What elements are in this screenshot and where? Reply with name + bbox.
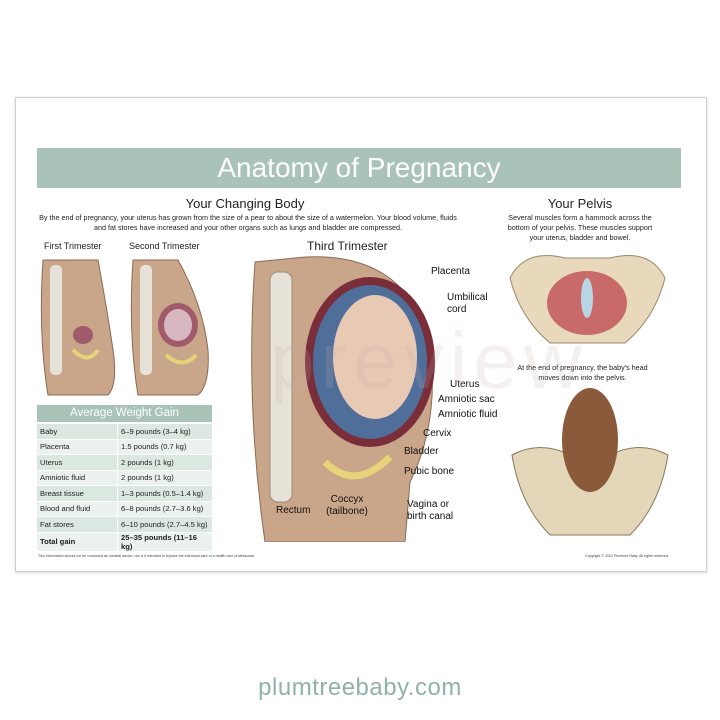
label-umbilical-cord: Umbilical cord (447, 292, 488, 315)
row-value: 6–8 pounds (2.7–3.6 kg) (118, 501, 212, 516)
poster-title: Anatomy of Pregnancy (37, 148, 681, 188)
label-pubic-bone: Pubic bone (404, 466, 455, 477)
weight-gain-heading: Average Weight Gain (37, 405, 212, 422)
label-amniotic-fluid: Amniotic fluid (438, 409, 498, 420)
row-value: 1.5 pounds (0.7 kg) (118, 439, 212, 454)
changing-body-heading: Your Changing Body (185, 196, 305, 211)
label-cervix: Cervix (423, 428, 452, 439)
row-label: Uterus (37, 455, 117, 470)
second-trimester-label: Second Trimester (129, 241, 200, 251)
label-rectum: Rectum (276, 505, 311, 516)
label-coccyx: Coccyx (tailbone) (326, 494, 368, 517)
first-trimester-figure (40, 259, 116, 396)
row-value: 6–10 pounds (2.7–4.5 kg) (118, 517, 212, 532)
row-value: 1–3 pounds (0.5–1.4 kg) (118, 486, 212, 501)
row-value: 25–35 pounds (11–16 kg) (118, 532, 212, 551)
row-label: Breast tissue (37, 486, 117, 501)
row-label: Total gain (37, 532, 117, 551)
baby-head-pelvis-illustration (511, 388, 669, 536)
row-value: 2 pounds (1 kg) (118, 455, 212, 470)
pelvis-text: Several muscles form a hammock across th… (507, 213, 653, 242)
label-vagina: Vagina or birth canal (407, 499, 454, 522)
first-trimester-label: First Trimester (44, 241, 102, 251)
changing-body-text: By the end of pregnancy, your uterus has… (39, 213, 457, 232)
label-uterus: Uterus (450, 379, 480, 390)
row-label: Baby (37, 424, 117, 439)
label-placenta: Placenta (431, 266, 470, 277)
third-trimester-figure (251, 256, 435, 542)
copyright: Copyright © 2022 Plumtree Baby. All righ… (585, 554, 669, 558)
row-label: Blood and fluid (37, 501, 117, 516)
disclaimer: This information should not be construed… (38, 554, 255, 558)
watermark: preview (270, 316, 588, 405)
pelvis-text-2: At the end of pregnancy, the baby's head… (517, 363, 648, 382)
row-value: 2 pounds (1 kg) (118, 470, 212, 485)
third-trimester-label: Third Trimester (307, 239, 388, 253)
site-url: plumtreebaby.com (258, 674, 462, 701)
pelvis-heading: Your Pelvis (547, 196, 613, 211)
row-label: Amniotic fluid (37, 470, 117, 485)
row-value: 6–9 pounds (3–4 kg) (118, 424, 212, 439)
trimester-illustrations (40, 259, 209, 396)
pelvic-floor-illustration (509, 255, 666, 344)
second-trimester-figure (130, 259, 209, 396)
label-amniotic-sac: Amniotic sac (438, 394, 495, 405)
row-label: Placenta (37, 439, 117, 454)
label-bladder: Bladder (404, 446, 439, 457)
row-label: Fat stores (37, 517, 117, 532)
